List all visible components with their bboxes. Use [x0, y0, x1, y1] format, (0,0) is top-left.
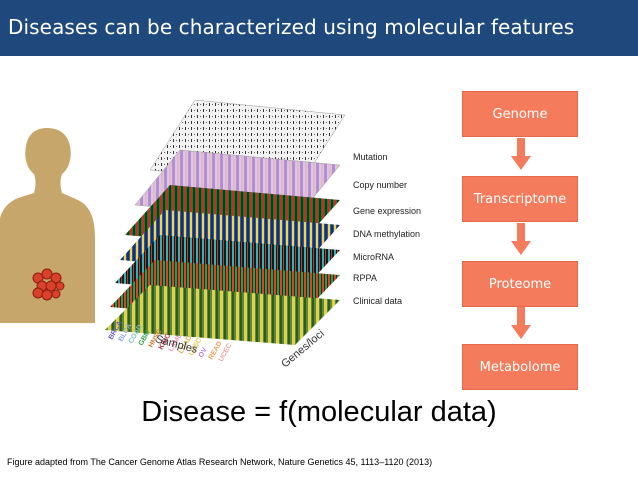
tumor-cluster — [33, 269, 64, 300]
layer-label-mutation: Mutation — [353, 152, 388, 162]
flow-step-proteome: Proteome — [462, 261, 578, 307]
title-bar: Diseases can be characterized using mole… — [0, 0, 638, 56]
disease-formula: Disease = f(molecular data) — [0, 396, 638, 429]
flow-step-metabolome: Metabolome — [462, 344, 578, 390]
down-arrow-icon — [511, 223, 531, 255]
layer-label-gene-expression: Gene expression — [353, 206, 421, 216]
figure-caption: Figure adapted from The Cancer Genome At… — [7, 457, 432, 467]
flow-step-transcriptome: Transcriptome — [462, 176, 578, 222]
flow-step-genome: Genome — [462, 91, 578, 137]
down-arrow-icon — [511, 307, 531, 339]
down-arrow-icon — [511, 138, 531, 170]
layer-label-copy-number: Copy number — [353, 180, 407, 190]
layer-label-dna-methylation: DNA methylation — [353, 229, 420, 239]
layer-label-microrna: MicroRNA — [353, 252, 394, 262]
molecular-layers-figure: Mutation Copy number Gene expression DNA… — [100, 90, 450, 390]
slide-title: Diseases can be characterized using mole… — [8, 15, 574, 39]
human-body-illustration — [0, 128, 110, 328]
layer-label-rppa: RPPA — [353, 273, 377, 283]
layer-label-clinical-data: Clinical data — [353, 296, 402, 306]
